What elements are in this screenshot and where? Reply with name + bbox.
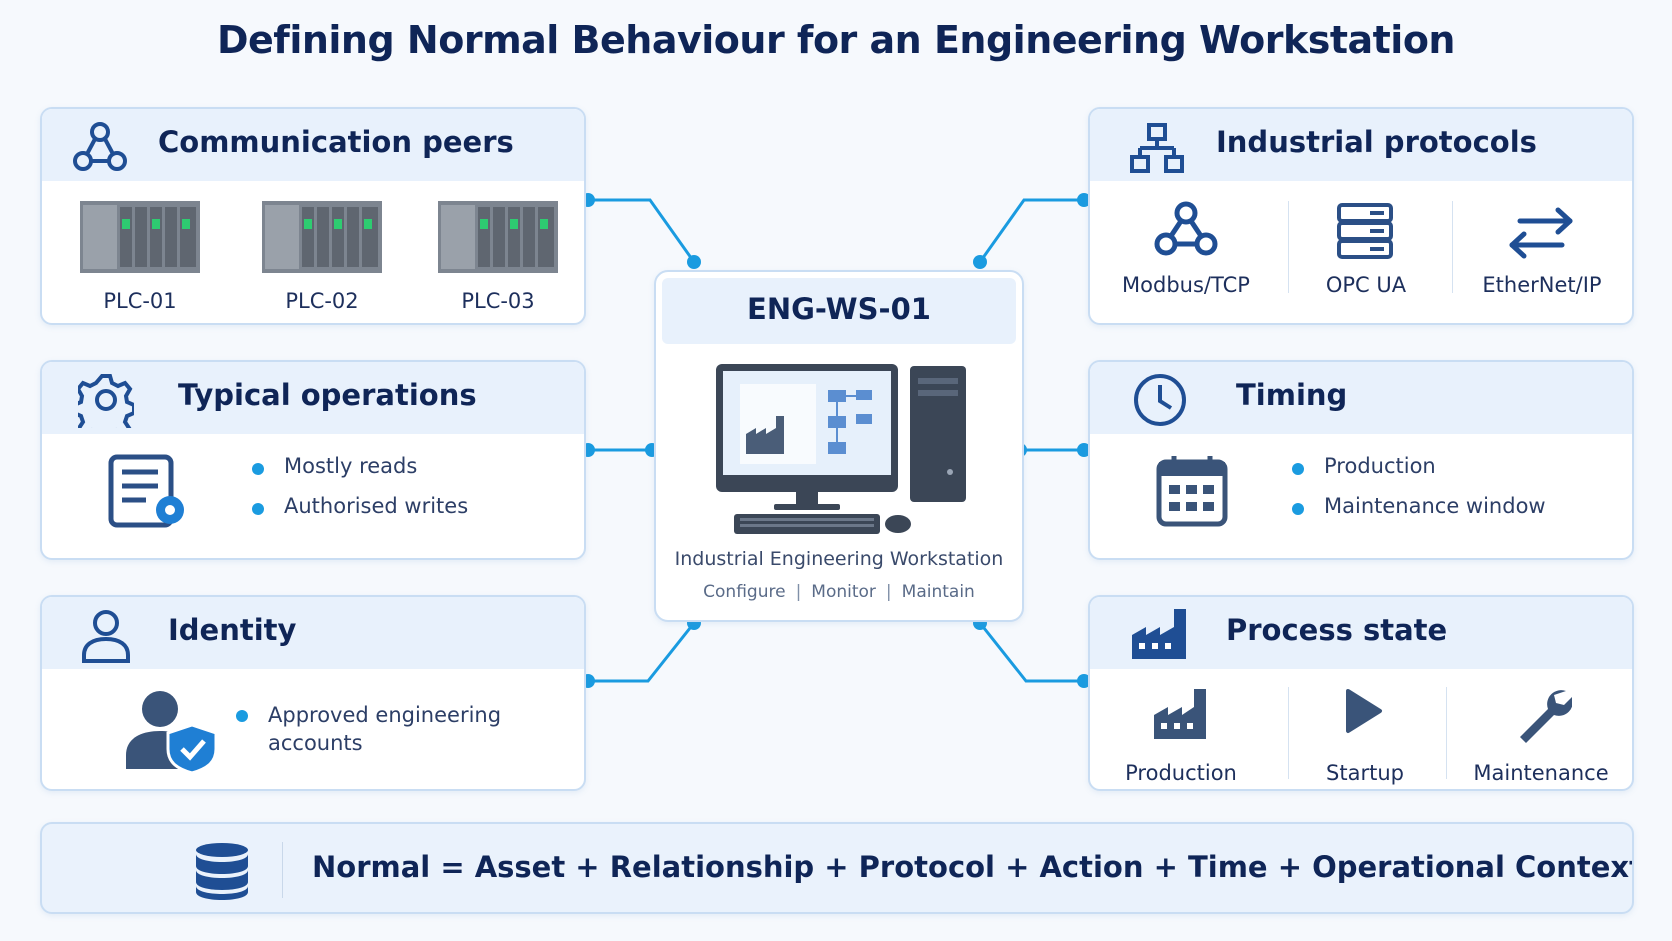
plc-icon: [80, 201, 200, 273]
plc-label: PLC-03: [461, 289, 535, 313]
divider: [1288, 687, 1289, 779]
workstation-name: ENG-WS-01: [747, 292, 931, 326]
divider: [1288, 201, 1289, 293]
plc-icon: [262, 201, 382, 273]
mode-label: Monitor: [811, 582, 876, 602]
timing-item: Production: [1292, 454, 1436, 478]
workstation-subtitle: Industrial Engineering Workstation: [674, 548, 1004, 570]
timing-item: Maintenance window: [1292, 494, 1546, 518]
network-nodes-icon: [1154, 201, 1218, 256]
mode-label: Maintain: [901, 582, 975, 602]
communication-peers-card: Communication peers PLC-01 PLC-02: [40, 107, 586, 325]
card-title: Industrial protocols: [1216, 125, 1537, 159]
process-state-label: Production: [1125, 761, 1237, 785]
user-shield-icon: [126, 691, 218, 773]
process-state-label: Startup: [1326, 761, 1404, 785]
mode-divider: |: [885, 582, 892, 602]
wrench-icon: [1520, 690, 1572, 743]
industrial-protocols-card: Industrial protocols Modbus/TCP OPC UA E…: [1088, 107, 1634, 325]
server-icon: [1337, 203, 1393, 259]
plc-label: PLC-02: [285, 289, 359, 313]
typical-operations-card: Typical operations Mostly reads Authoris…: [40, 360, 586, 560]
page-title: Defining Normal Behaviour for an Enginee…: [216, 18, 1456, 62]
divider: [282, 842, 283, 898]
identity-line: Approved engineering: [268, 703, 502, 727]
swap-arrows-icon: [1509, 207, 1573, 259]
database-icon: [196, 843, 248, 900]
factory-icon: [1132, 609, 1186, 659]
card-header: [42, 109, 584, 181]
identity-card: Identity Approved engineering accounts: [40, 595, 586, 791]
identity-text: Approved engineering accounts: [235, 701, 502, 757]
formula-banner: Normal = Asset + Relationship + Protocol…: [40, 822, 1634, 914]
mode-divider: |: [795, 582, 802, 602]
card-header: [1090, 362, 1632, 434]
mode-label: Configure: [703, 582, 786, 602]
identity-line: accounts: [268, 731, 363, 755]
plc-label: PLC-01: [103, 289, 177, 313]
workstation-card: ENG-WS-01 Industrial Engineering Worksta…: [654, 270, 1024, 622]
protocol-label: EtherNet/IP: [1482, 273, 1602, 297]
user-icon: [82, 610, 130, 663]
gear-icon: [78, 374, 134, 428]
operation-item: Mostly reads: [251, 454, 418, 478]
process-state-label: Maintenance: [1473, 761, 1609, 785]
card-header: [42, 362, 584, 434]
card-title: Identity: [168, 613, 297, 647]
card-title: Process state: [1226, 613, 1448, 647]
clock-icon: [1134, 374, 1186, 426]
card-title: Communication peers: [158, 125, 514, 159]
protocol-label: Modbus/TCP: [1122, 273, 1250, 297]
divider: [1446, 687, 1447, 779]
hierarchy-icon: [1130, 123, 1184, 173]
timing-card: Timing Production Maintenance window: [1088, 360, 1634, 560]
plc-icon: [438, 201, 558, 273]
protocol-label: OPC UA: [1325, 273, 1407, 297]
process-state-card: Process state Production Startup Mainten…: [1088, 595, 1634, 791]
factory-icon: [1154, 689, 1206, 739]
card-title: Timing: [1236, 378, 1348, 412]
card-title: Typical operations: [178, 378, 477, 412]
workstation-computer-icon: [716, 364, 966, 534]
document-settings-icon: [108, 454, 184, 528]
card-header: [42, 597, 584, 669]
calendar-icon: [1156, 456, 1228, 527]
workstation-modes: Configure | Monitor | Maintain: [656, 582, 1022, 602]
play-icon: [1346, 689, 1382, 733]
card-header: [662, 278, 1016, 344]
normal-formula: Normal = Asset + Relationship + Protocol…: [312, 850, 1634, 884]
divider: [1452, 201, 1453, 293]
network-nodes-icon: [73, 122, 127, 171]
operation-item: Authorised writes: [251, 494, 469, 518]
